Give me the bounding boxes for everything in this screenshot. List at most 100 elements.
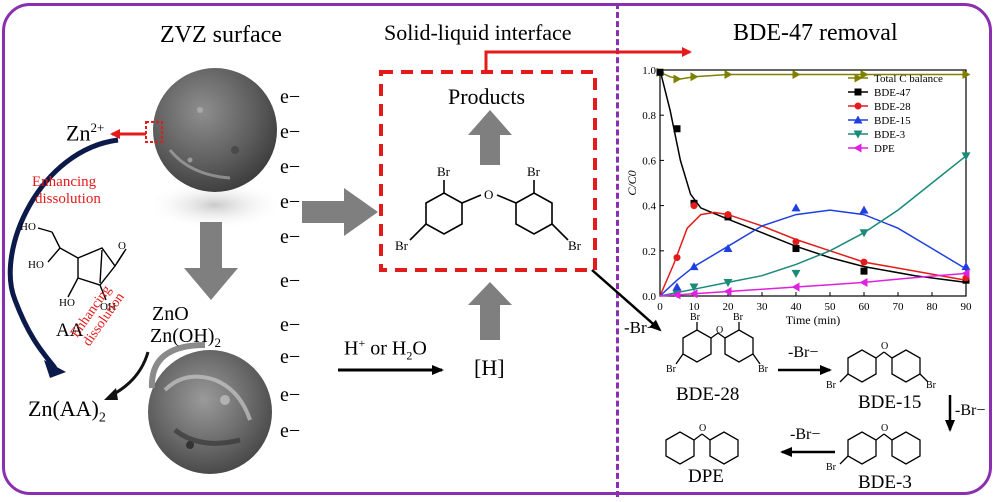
bde3-o: O xyxy=(881,423,888,434)
proton-source-label: H+ or H2O xyxy=(344,336,427,363)
electron-label: e− xyxy=(280,86,301,108)
zvz-particle-top xyxy=(145,68,285,230)
interface-title: Solid-liquid interface xyxy=(384,20,572,45)
dpe-structure xyxy=(665,431,739,465)
removal-arrow xyxy=(484,47,692,72)
series-line-bde-15 xyxy=(659,209,967,297)
x-tick-label: 30 xyxy=(757,301,769,313)
bde28-structure xyxy=(675,322,761,365)
data-point-dpe xyxy=(689,289,698,299)
data-point-bde-47 xyxy=(656,68,664,76)
data-point-bde-28 xyxy=(860,258,868,266)
data-point-total-c-balance xyxy=(724,70,733,80)
complexation-arrow xyxy=(111,351,150,397)
aa-oxygen-label: O xyxy=(118,240,126,252)
figure-frame xyxy=(2,3,992,495)
passivation-arrow xyxy=(184,222,238,300)
legend-label-bde-47: BDE-47 xyxy=(874,87,911,99)
bde28-br: Br xyxy=(758,364,768,375)
zvz-surface-title: ZVZ surface xyxy=(160,22,282,48)
electron-label: e− xyxy=(280,191,301,213)
electron-label: e− xyxy=(280,420,301,442)
dpe-name: DPE xyxy=(688,466,724,487)
data-point-bde-28 xyxy=(690,202,698,210)
x-tick-label: 10 xyxy=(689,301,701,313)
br-ortho-left: Br xyxy=(437,164,450,179)
legend-marker-bde-47 xyxy=(854,88,862,96)
data-point-bde-15 xyxy=(672,282,682,291)
legend-label-dpe: DPE xyxy=(874,143,895,155)
bde28-br: Br xyxy=(733,312,743,323)
zvz-particle-bottom xyxy=(148,350,272,474)
bde3-name: BDE-3 xyxy=(858,472,912,493)
y-tick-label: 0.8 xyxy=(642,110,656,122)
data-point-total-c-balance xyxy=(673,74,682,84)
electron-label: e− xyxy=(280,346,301,368)
legend-label-bde-15: BDE-15 xyxy=(874,115,911,127)
legend-marker-total-c-balance xyxy=(854,73,863,83)
bde3-structure xyxy=(839,431,921,465)
aa-oh-label: OH xyxy=(100,301,116,313)
y-tick-label: 0.6 xyxy=(642,155,656,167)
debromination-label: -Br− xyxy=(790,426,821,443)
x-tick-label: 0 xyxy=(657,301,663,313)
debromination-label: -Br− xyxy=(624,318,657,337)
legend-label-bde-3: BDE-3 xyxy=(874,129,906,141)
complexation-arrowhead xyxy=(104,388,118,400)
electron-label: e− xyxy=(280,384,301,406)
x-tick-label: 40 xyxy=(791,301,803,313)
bde28-o: O xyxy=(716,325,723,336)
electron-transfer-arrow xyxy=(302,188,378,236)
product-arrow xyxy=(468,110,512,165)
electron-label: e− xyxy=(280,121,301,143)
data-point-bde-28 xyxy=(724,211,732,219)
electron-label: e− xyxy=(280,270,301,292)
zn-hydroxide-label: Zn(OH)2 xyxy=(150,325,221,350)
aa-oh-label: HO xyxy=(59,297,75,309)
data-point-bde-15 xyxy=(689,262,699,271)
bde15-o: O xyxy=(881,341,888,352)
data-point-total-c-balance xyxy=(690,72,699,82)
active-hydrogen-label: [H] xyxy=(474,355,505,380)
aa-ho-label: HO xyxy=(28,259,44,271)
data-point-bde-47 xyxy=(860,267,868,275)
data-point-dpe xyxy=(961,268,970,278)
aa-ho-label: HO xyxy=(20,221,36,233)
y-tick-label: 1.0 xyxy=(642,65,656,77)
series-line-bde-47 xyxy=(659,69,967,284)
legend-marker-bde-28 xyxy=(854,102,862,110)
y-axis-label: C/C0 xyxy=(625,170,639,195)
x-axis-label: Time (min) xyxy=(786,313,841,327)
zn-aa-complex-label: Zn(AA)2 xyxy=(28,396,106,426)
x-tick-label: 80 xyxy=(927,301,939,313)
interface-box xyxy=(379,70,597,272)
aa-dissolution-arc xyxy=(7,137,119,370)
x-tick-label: 50 xyxy=(825,301,837,313)
electron-label: e− xyxy=(280,156,301,178)
data-point-bde-15 xyxy=(961,262,971,271)
y-tick-label: 0.2 xyxy=(642,246,656,258)
ascorbic-acid-structure xyxy=(37,227,127,301)
dpe-o: O xyxy=(699,423,706,434)
surface-zoom-box xyxy=(145,121,163,143)
bde28-name: BDE-28 xyxy=(676,384,740,405)
removal-title: BDE-47 removal xyxy=(733,20,898,46)
data-point-bde-15 xyxy=(859,205,869,214)
data-point-dpe xyxy=(791,282,800,292)
series-line-total-c-balance xyxy=(659,71,966,80)
data-point-bde-3 xyxy=(961,152,971,161)
bde28-br: Br xyxy=(666,364,676,375)
legend-label-total-c-balance: Total C balance xyxy=(874,73,943,85)
data-point-total-c-balance xyxy=(962,70,971,80)
legend-marker-bde-15 xyxy=(853,115,863,124)
debromination-arrow xyxy=(591,269,662,332)
bde15-br: Br xyxy=(826,380,836,391)
data-point-total-c-balance xyxy=(860,70,869,80)
data-point-dpe xyxy=(672,290,681,300)
products-label: Products xyxy=(448,84,525,109)
bde28-br: Br xyxy=(690,312,700,323)
zinc-ion-label: Zn2+ xyxy=(66,120,105,146)
y-tick-label: 0.0 xyxy=(642,291,656,303)
